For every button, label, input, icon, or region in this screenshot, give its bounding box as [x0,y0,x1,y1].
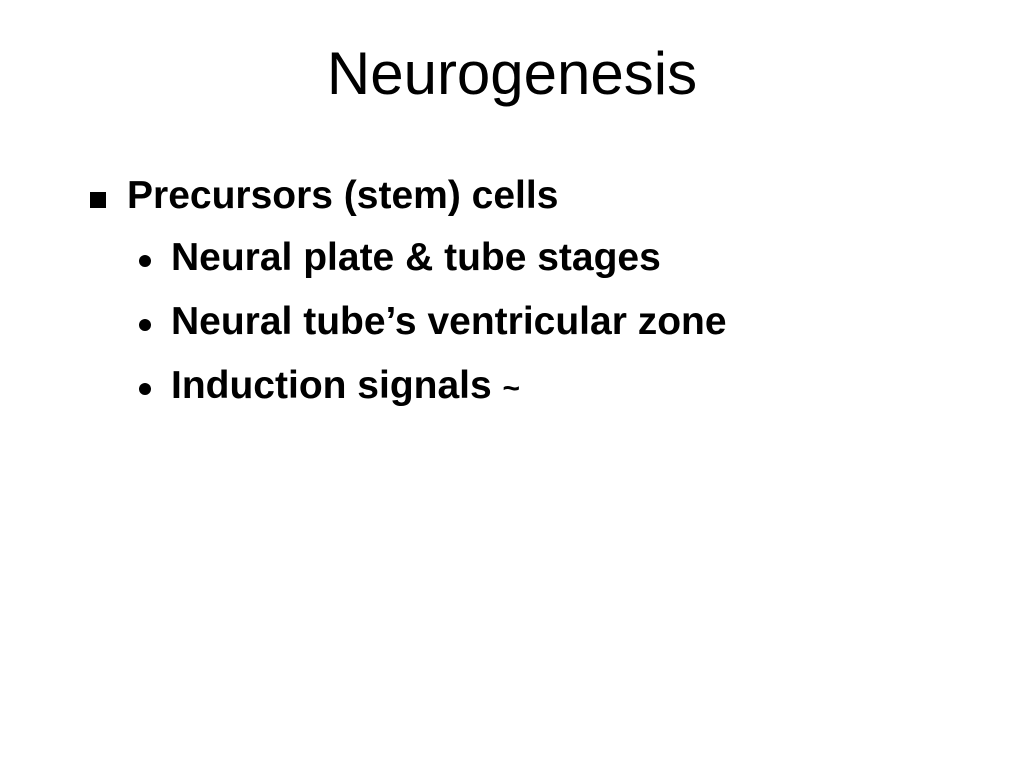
bullet-item-level2: Induction signals ~ [90,358,990,422]
bullet-list: Precursors (stem) cells Neural plate & t… [90,168,990,422]
bullet-item-level1: Precursors (stem) cells [90,168,990,230]
bullet-text: Induction signals [171,364,492,407]
bullet-text: Neural plate & tube stages [171,236,661,279]
round-bullet-icon [139,383,151,395]
bullet-text: Precursors (stem) cells [127,174,559,217]
bullet-text: Neural tube’s ventricular zone [171,300,727,343]
bullet-item-level2: Neural plate & tube stages [90,230,990,294]
bullet-item-level2: Neural tube’s ventricular zone [90,294,990,358]
tilde-suffix: ~ [502,372,521,405]
round-bullet-icon [139,319,151,331]
round-bullet-icon [139,255,151,267]
slide-title: Neurogenesis [326,40,698,107]
square-bullet-icon [90,192,106,208]
